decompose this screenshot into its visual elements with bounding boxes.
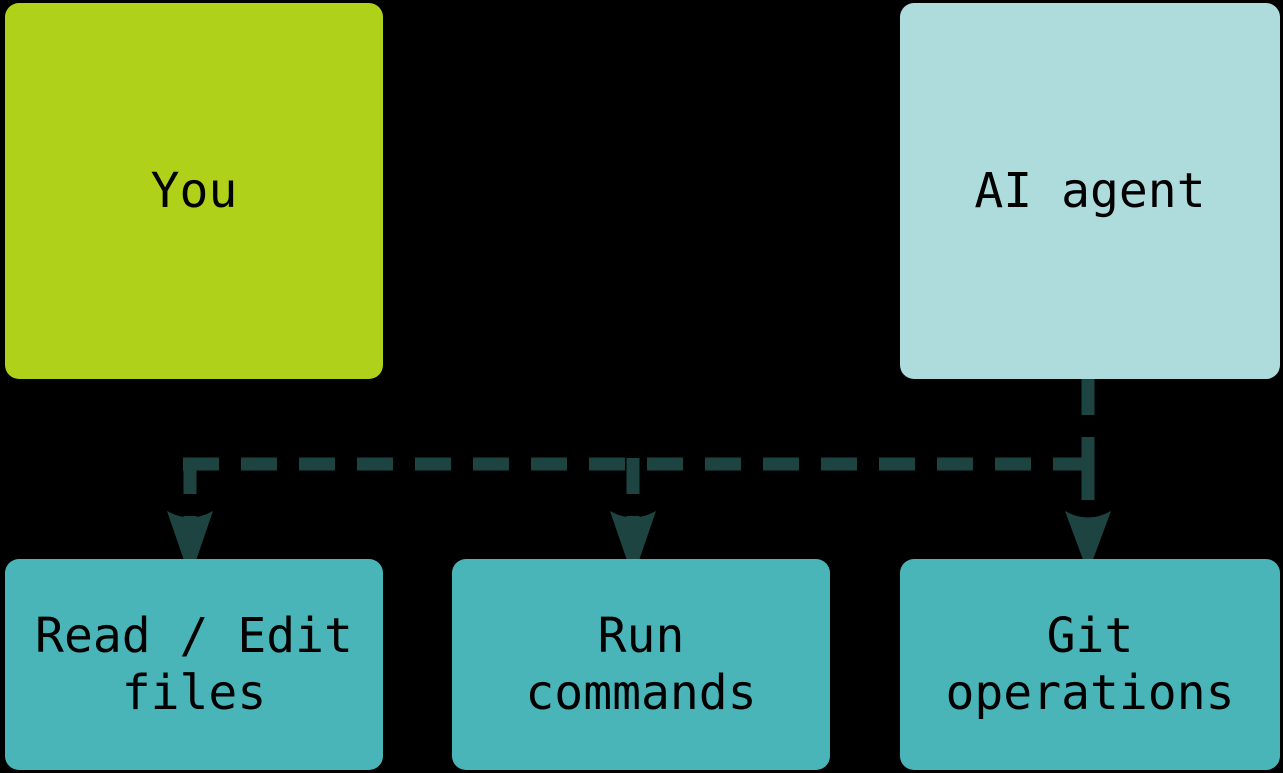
- node-ai-agent[interactable]: AI agent: [900, 3, 1280, 379]
- node-you-label: You: [150, 162, 238, 219]
- edge-agent-to-git: [1065, 464, 1111, 573]
- node-read-edit-files[interactable]: Read / Edit files: [5, 559, 383, 770]
- node-you[interactable]: You: [5, 3, 383, 379]
- node-run-commands[interactable]: Run commands: [452, 559, 830, 770]
- node-ai-agent-label: AI agent: [974, 162, 1206, 219]
- node-run-commands-label: Run commands: [525, 607, 757, 721]
- node-git-operations[interactable]: Git operations: [900, 559, 1280, 770]
- node-git-operations-label: Git operations: [945, 607, 1235, 721]
- node-read-edit-files-label: Read / Edit files: [35, 607, 353, 721]
